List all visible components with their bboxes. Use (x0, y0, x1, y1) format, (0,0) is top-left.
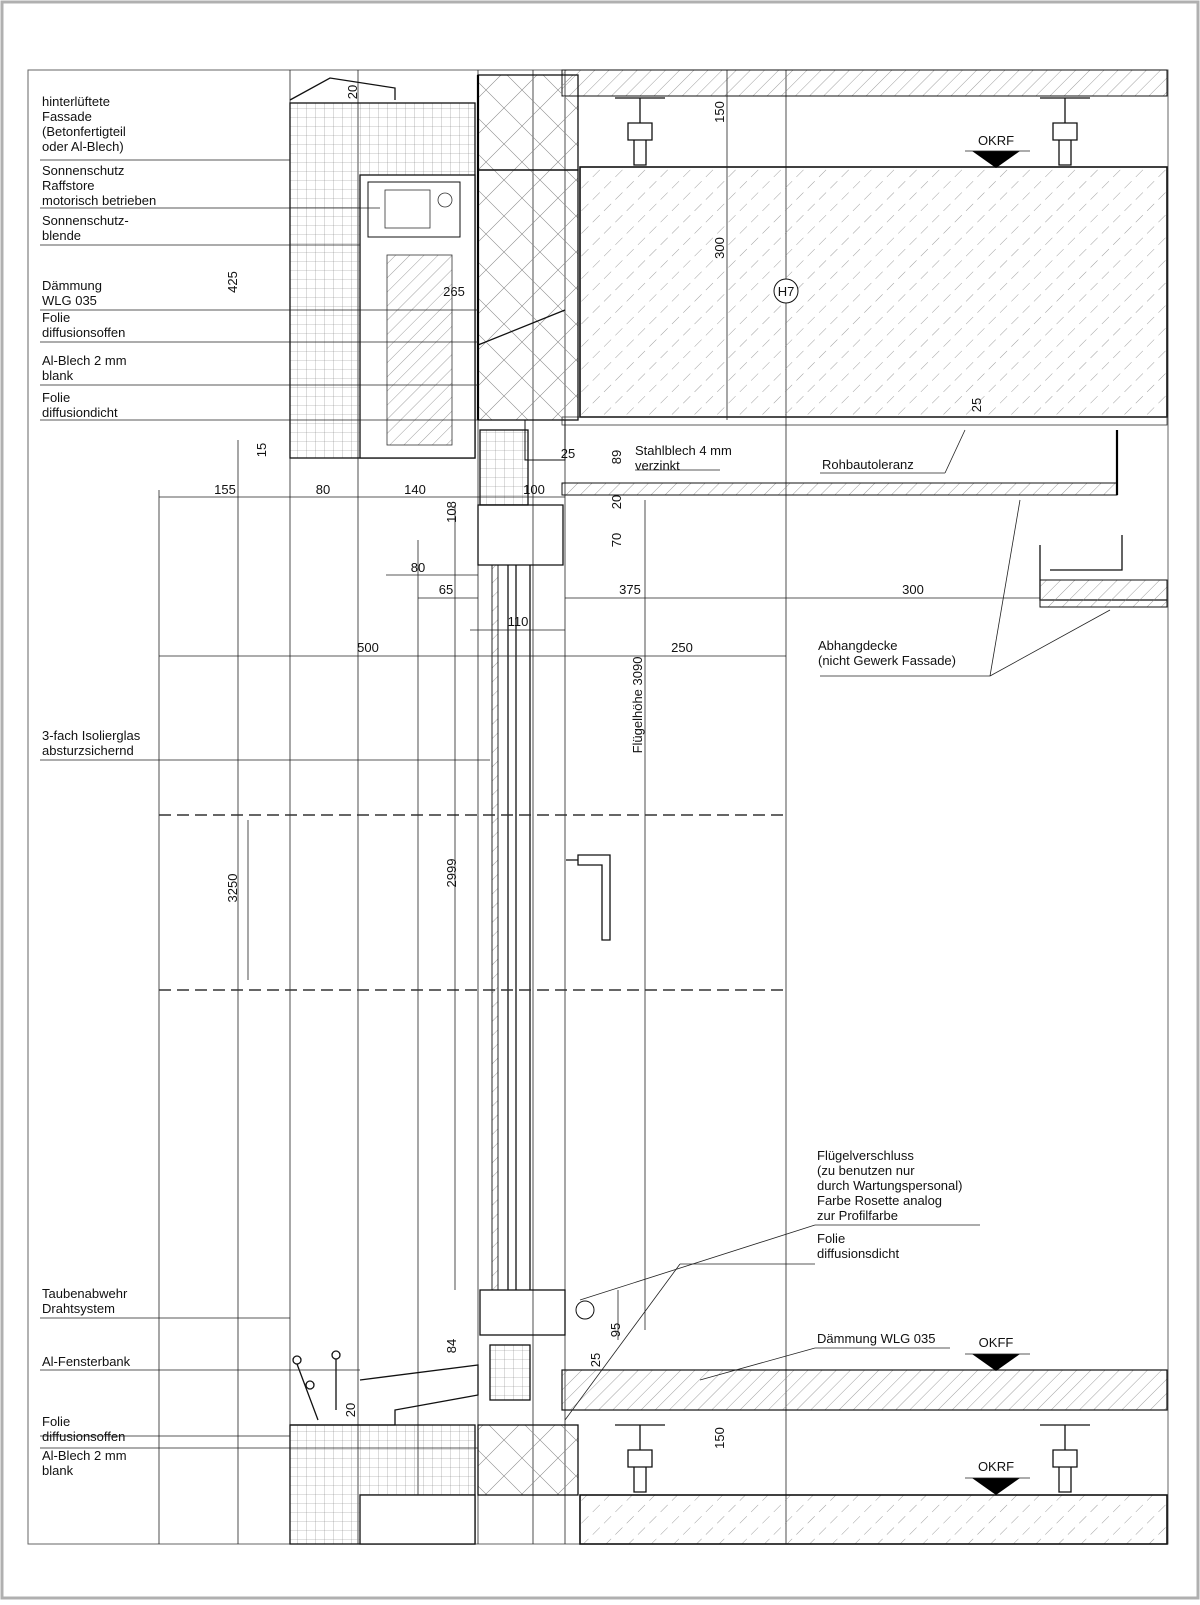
dim-80a: 80 (316, 482, 330, 497)
dim-110: 110 (508, 614, 529, 629)
dim-25-bracket: 25 (561, 446, 575, 461)
axis-tag-label: H7 (778, 284, 795, 299)
window-frame-bottom (479, 1289, 595, 1401)
label-membrane-tight-bottom: Folie diffusionsdicht (817, 1231, 900, 1261)
label-insulation-bottom: Dämmung WLG 035 (817, 1331, 936, 1346)
level-marker-okff: OKFF (965, 1335, 1030, 1371)
label-bird-deterrent: Taubenabwehr Drahtsystem (42, 1286, 131, 1316)
dim-300-ceiling: 300 (902, 582, 924, 597)
dim-375: 375 (619, 582, 641, 597)
dim-20-top: 20 (345, 85, 360, 99)
label-sunshade-blind: Sonnenschutz Raffstore motorisch betrieb… (42, 163, 156, 208)
dim-15: 15 (254, 443, 269, 457)
dim-155: 155 (214, 482, 236, 497)
dim-100: 100 (523, 482, 545, 497)
bird-deterrent (292, 1350, 341, 1421)
dim-20-mid: 20 (609, 495, 624, 509)
label-sash-lock: Flügelverschluss (zu benutzen nur durch … (817, 1148, 966, 1223)
dim-25-bottom: 25 (588, 1353, 603, 1367)
label-membrane-tight: Folie diffusiondicht (42, 390, 118, 420)
label-membrane-open-bottom: Folie diffusionsoffen (42, 1414, 125, 1444)
label-alu-sheet-bottom: Al-Blech 2 mm blank (42, 1448, 130, 1478)
insulated-post (476, 74, 579, 421)
dim-95: 95 (608, 1323, 623, 1337)
label-suspended-ceiling: Abhangdecke (nicht Gewerk Fassade) (818, 638, 956, 668)
break-lines (159, 814, 786, 991)
window-handle (566, 854, 611, 941)
label-steel-plate: Stahlblech 4 mm verzinkt (635, 443, 735, 473)
dim-3090: Flügelhöhe 3090 (630, 657, 645, 754)
dim-2999: 2999 (444, 859, 459, 888)
label-window-sill: Al-Fensterbank (42, 1354, 131, 1369)
dim-140: 140 (404, 482, 426, 497)
label-ventilated-facade: hinterlüftete Fassade (Betonfertigteil o… (42, 94, 129, 154)
lower-slab (561, 1369, 1168, 1545)
left-annotations: hinterlüftete Fassade (Betonfertigteil o… (42, 94, 156, 1478)
dim-425: 425 (225, 271, 240, 293)
leader-lines-right (564, 429, 1111, 1421)
label-membrane-open-top: Folie diffusionsoffen (42, 310, 125, 340)
dim-150-top: 150 (712, 101, 727, 123)
glazing (491, 564, 531, 1291)
dim-70: 70 (609, 533, 624, 547)
dim-3250: 3250 (225, 874, 240, 903)
suspended-ceiling (1039, 535, 1168, 608)
steel-plate (561, 430, 1119, 496)
dim-80b: 80 (411, 560, 425, 575)
dim-250: 250 (671, 640, 693, 655)
dim-500: 500 (357, 640, 379, 655)
label-insulation-top: Dämmung WLG 035 (42, 278, 106, 308)
level-label-okrf-bottom: OKRF (978, 1459, 1014, 1474)
label-shell-tolerance: Rohbautoleranz (822, 457, 914, 472)
dim-89: 89 (609, 450, 624, 464)
label-triple-glazing: 3-fach Isolierglas absturzsichernd (42, 728, 144, 758)
dim-265: 265 (443, 284, 465, 299)
dim-65: 65 (439, 582, 453, 597)
sunshade-blind (367, 181, 461, 446)
window-sill (290, 1364, 479, 1426)
precast-panel-bottom (289, 1424, 579, 1545)
level-marker-okrf-bottom: OKRF (965, 1459, 1030, 1495)
dimension-texts: 20 150 300 425 265 25 15 25 89 155 80 14… (214, 85, 984, 1449)
right-annotations: Stahlblech 4 mm verzinkt Rohbautoleranz … (635, 443, 966, 1346)
leader-lines-left (40, 159, 490, 1449)
axis-tag: H7 (773, 278, 799, 304)
dim-25-slab: 25 (969, 398, 984, 412)
dimension-lines (159, 70, 1040, 1340)
dim-300-slab: 300 (712, 237, 727, 259)
raised-floor-pedestals-top (615, 97, 1090, 166)
label-sunshade-cover: Sonnenschutz- blende (42, 213, 132, 243)
dim-20-bottom: 20 (343, 1403, 358, 1417)
dim-150-bottom: 150 (712, 1427, 727, 1449)
window-frame-top (477, 419, 566, 566)
level-marker-okrf-top: OKRF (965, 133, 1030, 168)
level-label-okff: OKFF (979, 1335, 1014, 1350)
upper-slab (561, 69, 1168, 426)
dim-84: 84 (444, 1339, 459, 1353)
dim-108: 108 (444, 501, 459, 523)
raised-floor-pedestals-bottom (615, 1424, 1090, 1493)
level-label-okrf-top: OKRF (978, 133, 1014, 148)
label-alu-sheet-top: Al-Blech 2 mm blank (42, 353, 130, 383)
